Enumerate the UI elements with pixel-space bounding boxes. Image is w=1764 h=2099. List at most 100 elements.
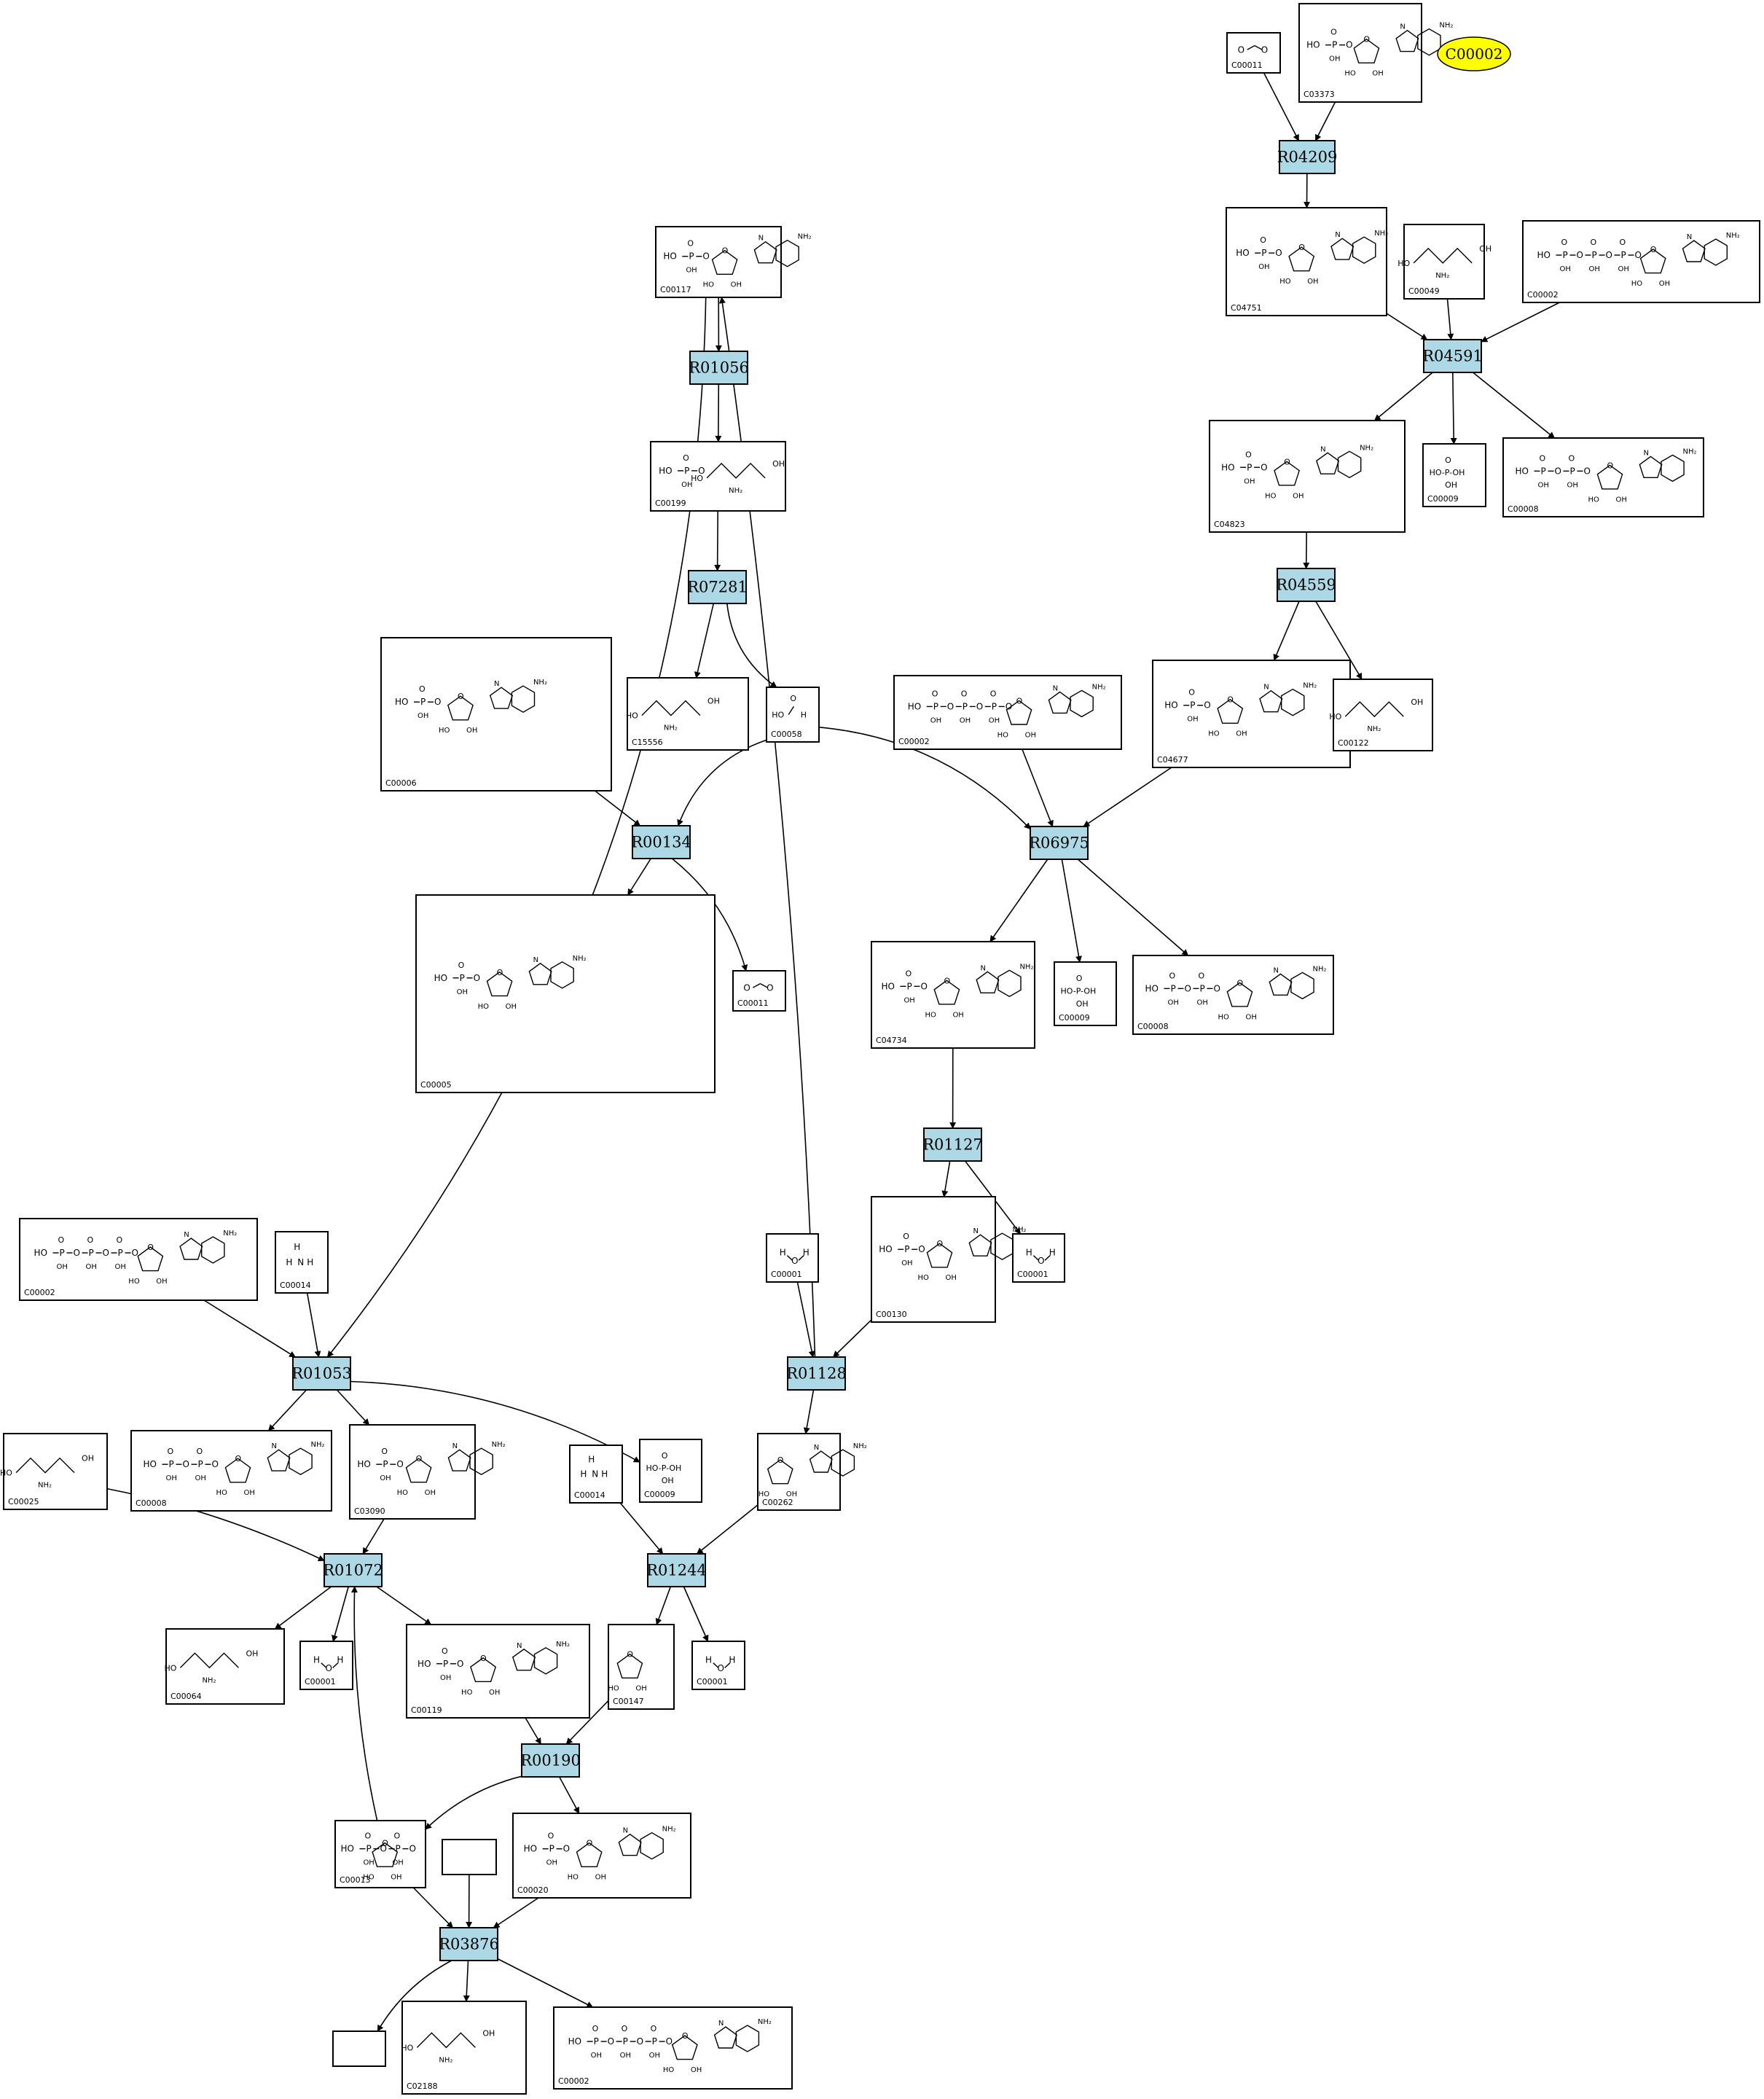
compound-box[interactable]	[871, 1196, 996, 1323]
compound-node[interactable]	[332, 2030, 386, 2067]
highlight-ellipse[interactable]	[1437, 36, 1511, 71]
reaction-box[interactable]	[689, 351, 748, 385]
reaction-node[interactable]: R01127	[922, 1127, 983, 1162]
compound-box[interactable]	[1298, 3, 1422, 103]
compound-box[interactable]	[349, 1424, 476, 1520]
reaction-box[interactable]	[647, 1553, 706, 1587]
compound-box[interactable]	[655, 226, 782, 298]
reaction-box[interactable]	[632, 825, 691, 859]
reaction-box[interactable]	[324, 1553, 383, 1587]
reaction-box[interactable]	[439, 1927, 498, 1961]
compound-box[interactable]	[1422, 443, 1486, 507]
compound-box[interactable]	[1054, 961, 1117, 1026]
reaction-node[interactable]: R04209	[1277, 140, 1338, 174]
reaction-box[interactable]	[688, 570, 747, 604]
compound-box[interactable]	[165, 1628, 285, 1705]
reaction-node[interactable]: R01056	[689, 351, 749, 385]
reaction-box[interactable]	[1030, 826, 1089, 860]
reaction-node[interactable]: R01053	[291, 1356, 352, 1391]
compound-box[interactable]	[442, 1839, 497, 1875]
compound-box[interactable]	[627, 677, 749, 751]
compound-box[interactable]	[334, 1820, 426, 1888]
reaction-node[interactable]: R07281	[687, 570, 748, 604]
reaction-box[interactable]	[521, 1743, 580, 1778]
reaction-box[interactable]	[787, 1356, 846, 1391]
compound-box[interactable]	[380, 637, 612, 791]
compound-box[interactable]	[406, 1624, 590, 1719]
compound-box[interactable]	[332, 2030, 386, 2067]
reaction-node[interactable]: R04559	[1276, 568, 1336, 602]
highlighted-compound-node[interactable]: C00002	[1437, 36, 1511, 71]
compound-box[interactable]	[766, 687, 820, 743]
compound-box[interactable]	[766, 1233, 819, 1283]
compound-box[interactable]	[871, 941, 1035, 1049]
reaction-node[interactable]: R00134	[631, 825, 691, 859]
compound-box[interactable]	[569, 1445, 623, 1504]
reaction-node[interactable]: R01072	[323, 1553, 383, 1587]
compound-box[interactable]	[415, 894, 716, 1093]
reaction-box[interactable]	[923, 1127, 982, 1162]
compound-box[interactable]	[691, 1641, 745, 1690]
reaction-box[interactable]	[292, 1356, 351, 1391]
reaction-node[interactable]: R01244	[646, 1553, 707, 1587]
compound-box[interactable]	[1209, 420, 1406, 533]
compound-box[interactable]	[299, 1641, 353, 1690]
reaction-box[interactable]	[1423, 339, 1482, 373]
reaction-node[interactable]: R06975	[1029, 826, 1089, 860]
compound-box[interactable]	[1226, 207, 1387, 316]
compound-box[interactable]	[732, 970, 786, 1012]
compound-box[interactable]	[1132, 955, 1334, 1035]
compound-box[interactable]	[1502, 437, 1704, 517]
reaction-node[interactable]: R04591	[1422, 339, 1483, 373]
compound-box[interactable]	[130, 1430, 332, 1512]
compound-box[interactable]	[639, 1439, 702, 1503]
compound-box[interactable]	[1333, 679, 1433, 751]
reaction-node[interactable]: R00190	[520, 1743, 581, 1778]
compound-box[interactable]	[1152, 660, 1351, 768]
compound-box[interactable]	[1012, 1233, 1065, 1283]
compound-box[interactable]	[401, 2001, 527, 2095]
reaction-box[interactable]	[1279, 140, 1336, 174]
reaction-node[interactable]: R01128	[786, 1356, 847, 1391]
compound-box[interactable]	[1226, 32, 1281, 74]
